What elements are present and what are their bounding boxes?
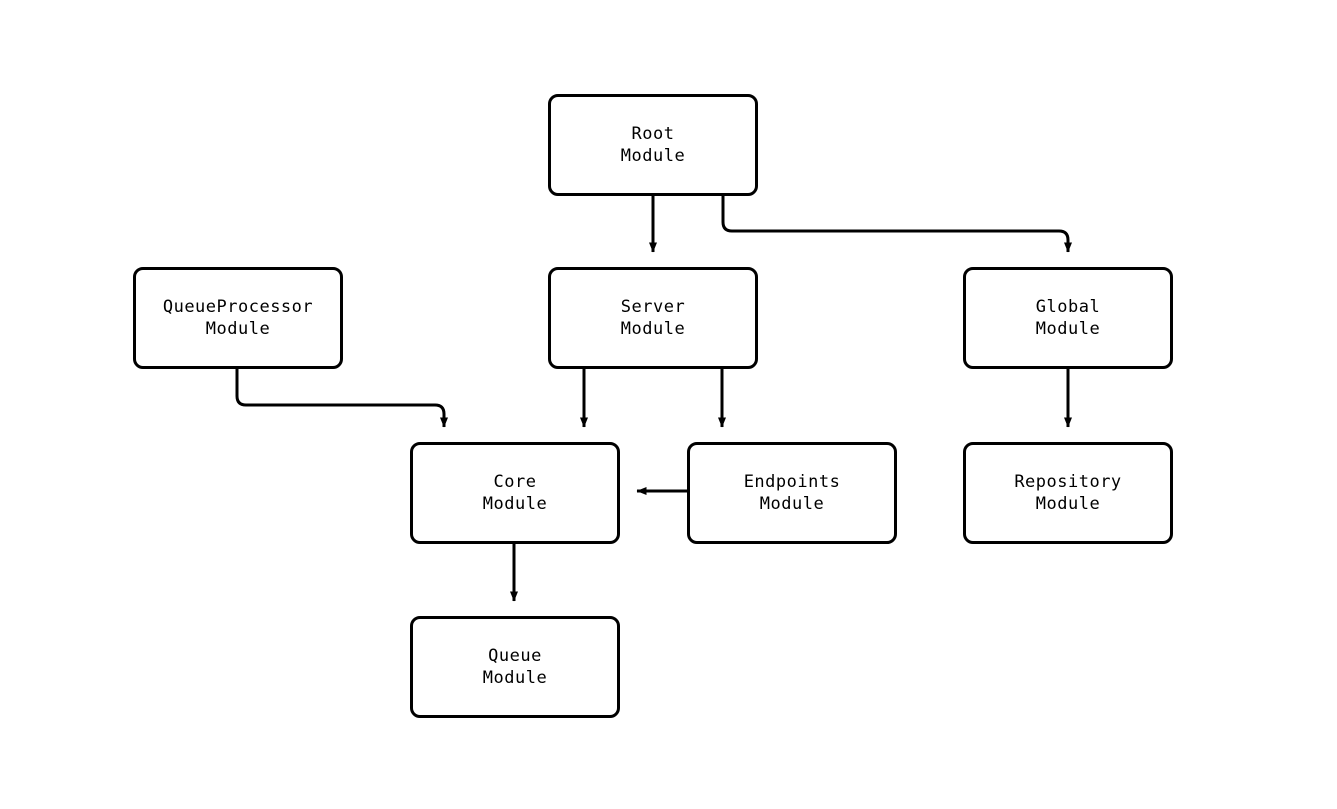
node-label-name: Repository (1014, 472, 1122, 492)
node-label-name: Root (631, 124, 675, 144)
node-label-name: Global (1035, 297, 1101, 317)
edge-queueprocessor-to-core (235, 369, 448, 428)
edge-root-to-global (721, 196, 1072, 253)
node-label-kind: Module (1035, 494, 1101, 514)
node-label-name: Core (493, 472, 537, 492)
node-label-name: Server (620, 297, 686, 317)
node-label-kind: Module (482, 494, 548, 514)
node-label-kind: Module (482, 668, 548, 688)
edges-group (235, 196, 1072, 602)
node-label-kind: Module (620, 146, 686, 166)
node-label-kind: Module (759, 494, 825, 514)
node-label-kind: Module (205, 319, 271, 339)
node-label-kind: Module (1035, 319, 1101, 339)
node-label-name: Endpoints (743, 472, 841, 492)
node-label-kind: Module (620, 319, 686, 339)
node-label-name: QueueProcessor (162, 297, 314, 317)
node-label-name: Queue (488, 646, 542, 666)
